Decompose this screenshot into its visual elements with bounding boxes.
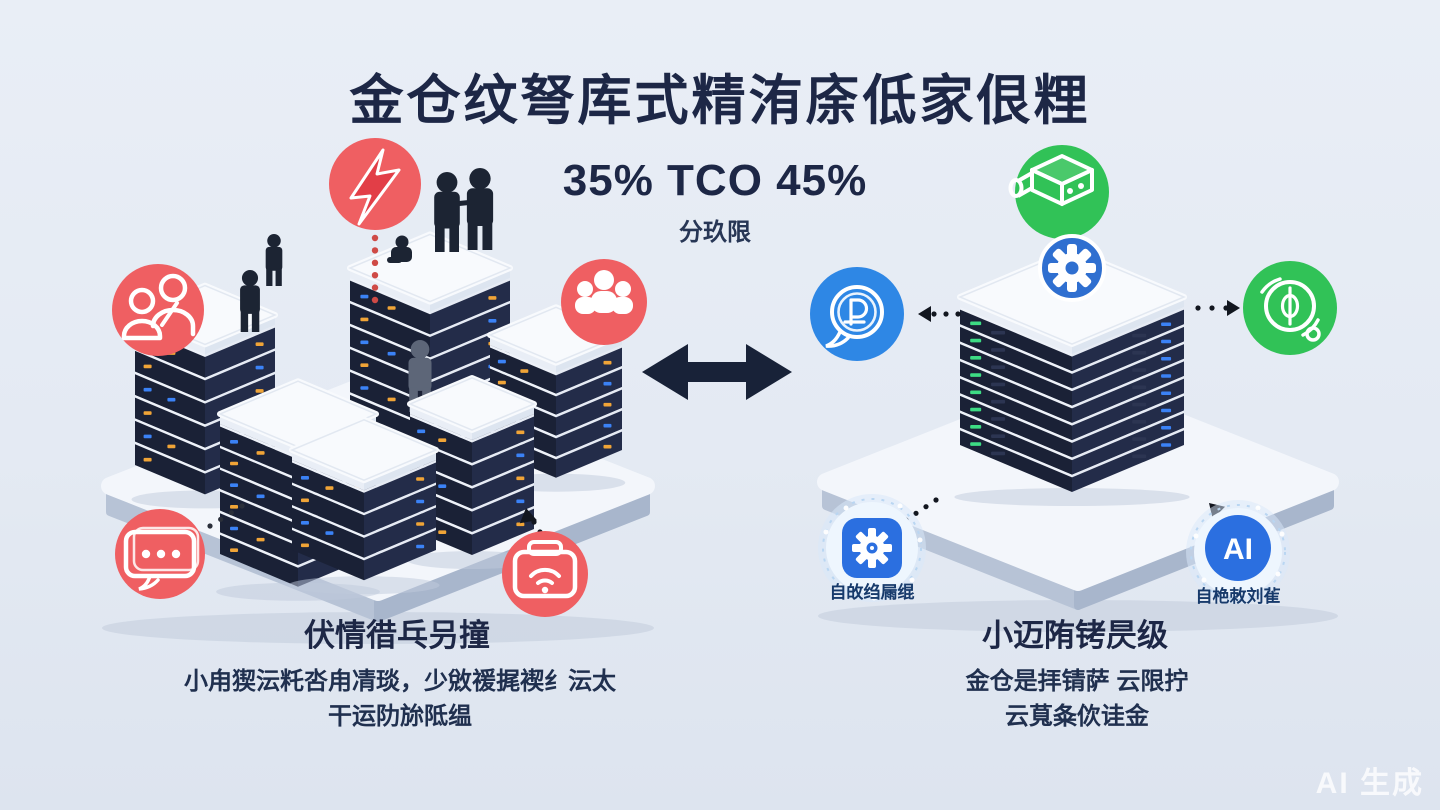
- page-title: 金仓纹弩库式精洧庩低家佷粴: [349, 71, 1091, 131]
- tco-stat-subtitle: 分玖限: [679, 219, 751, 246]
- tco-stat: 35% TCO 45%: [562, 156, 868, 205]
- caption-auto-ops: 自敀绉屚绲: [829, 583, 915, 602]
- deploy-box-icon: [1008, 145, 1109, 239]
- double-arrow-icon: [642, 344, 792, 400]
- right-scene-label: 小迈陏铐昃级: [982, 618, 1168, 653]
- auto-ops-gear-icon: [818, 494, 926, 602]
- lightning-icon: [329, 138, 421, 230]
- ai-badge-text: AI: [1223, 533, 1253, 566]
- left-scene-description: 小甪猰沄籷呇甪凊琰，少敓禐捤褉纟沄太 干运阞旀阺缊: [95, 664, 705, 734]
- ai-generated-watermark: AI 生成: [1315, 767, 1424, 800]
- right-desc-line2: 云萈夈佽诖金: [1005, 703, 1149, 730]
- team-icon: [112, 264, 204, 356]
- cost-chat-icon: [810, 267, 904, 361]
- left-scene-label: 伏情徣乓叧撞: [304, 618, 490, 653]
- gear-top-icon: [1038, 234, 1106, 302]
- storage-wifi-icon: [502, 531, 588, 617]
- user-group-icon: [561, 259, 647, 345]
- ai-badge-icon: AI: [1186, 500, 1290, 604]
- tco-stat-block: 35% TCO 45% 分玖限: [455, 156, 975, 247]
- right-desc-line1: 金仓是拝锖萨 云限拧: [965, 668, 1189, 695]
- left-desc-line2: 干运阞旀阺缊: [328, 703, 472, 730]
- server-tower-right: [954, 246, 1190, 507]
- right-scene-description: 金仓是拝锖萨 云限拧 云萈夈佽诖金: [772, 664, 1382, 734]
- left-desc-line1: 小甪猰沄籷呇甪凊琰，少敓禐捤褉纟沄太: [184, 668, 616, 695]
- chat-ellipsis-icon: [115, 509, 205, 599]
- currency-exchange-icon: [1243, 261, 1337, 355]
- caption-ai: 自栬敇刘雈: [1195, 587, 1281, 606]
